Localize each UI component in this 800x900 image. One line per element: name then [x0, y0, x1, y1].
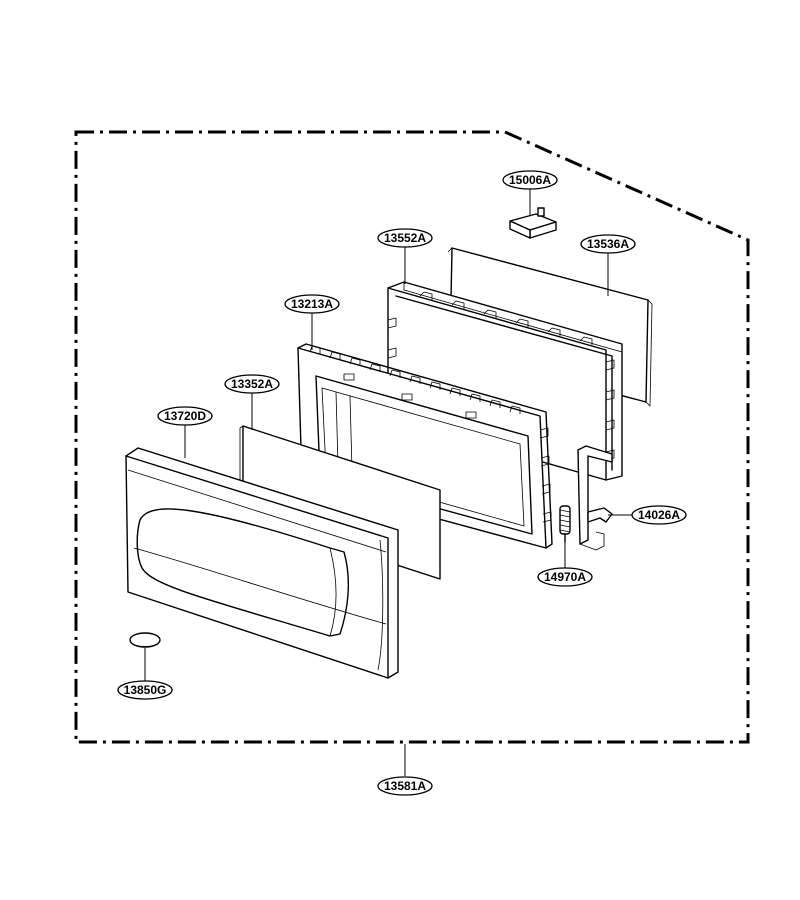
label-13720D: 13720D [157, 406, 213, 426]
part-13720D-door-panel [125, 447, 399, 679]
part-14026A-latch [577, 445, 613, 551]
label-13536A: 13536A [580, 234, 636, 254]
label-13552A: 13552A [377, 228, 433, 248]
svg-text:14026A: 14026A [638, 508, 680, 522]
part-14970A-spring [559, 505, 571, 543]
label-14970A: 14970A [537, 567, 593, 587]
svg-text:13850G: 13850G [124, 683, 167, 697]
label-13352A: 13352A [224, 374, 280, 394]
part-13213A-door-frame [297, 343, 553, 549]
svg-text:13352A: 13352A [231, 377, 273, 391]
label-15006A: 15006A [502, 170, 558, 190]
svg-text:13213A: 13213A [291, 297, 333, 311]
svg-text:15006A: 15006A [509, 173, 551, 187]
leader-lines [144, 189, 632, 776]
label-14026A: 14026A [631, 505, 687, 525]
part-15006A-bracket [509, 207, 557, 239]
label-13213A: 13213A [284, 294, 340, 314]
svg-text:14970A: 14970A [544, 570, 586, 584]
svg-text:13581A: 13581A [384, 779, 426, 793]
svg-text:13552A: 13552A [384, 231, 426, 245]
svg-text:13536A: 13536A [587, 237, 629, 251]
svg-text:13720D: 13720D [164, 409, 206, 423]
label-13581A: 13581A [377, 776, 433, 796]
label-13850G: 13850G [117, 680, 173, 700]
part-13850G-cap [129, 632, 161, 648]
